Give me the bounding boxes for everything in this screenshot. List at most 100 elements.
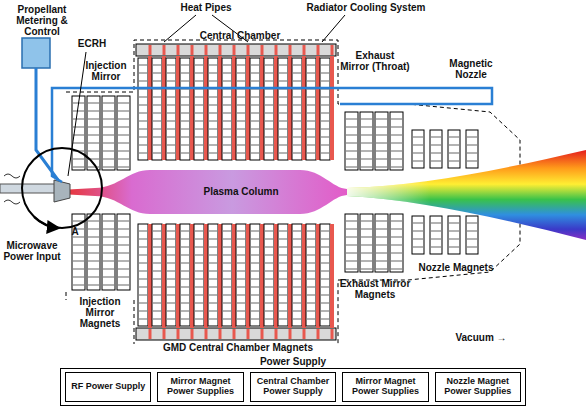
heat-pipe <box>162 56 166 160</box>
coil-winding <box>346 261 357 262</box>
coil-winding <box>265 121 273 122</box>
coil-winding <box>321 279 329 280</box>
heat-pipe-band <box>136 44 336 56</box>
coil-winding <box>103 111 114 112</box>
supply-label: Central Chamber Power Supply <box>254 377 332 397</box>
coil-winding <box>167 239 175 240</box>
coil-winding <box>118 253 129 254</box>
supply-label: Nozzle Magnet Power Supplies <box>439 377 517 397</box>
coil-winding <box>307 295 315 296</box>
coil-winding <box>251 239 259 240</box>
coil-winding <box>153 113 161 114</box>
heat-pipe <box>260 56 264 160</box>
part-label: Vacuum → <box>436 332 526 343</box>
heat-pipe <box>330 224 334 328</box>
coil-winding <box>223 311 231 312</box>
coil-winding <box>346 269 357 270</box>
coil-winding <box>167 81 175 82</box>
heat-pipe <box>148 224 152 328</box>
coil <box>448 216 460 254</box>
heat-pipe <box>148 56 152 160</box>
waveguide <box>0 184 58 193</box>
coil-winding <box>265 153 273 154</box>
coil-winding <box>153 97 161 98</box>
coil-winding <box>391 167 402 168</box>
coil-winding <box>361 127 372 128</box>
coil-winding <box>103 237 114 238</box>
coil-winding <box>181 303 189 304</box>
coil-winding <box>361 261 372 262</box>
coil-winding <box>118 269 129 270</box>
coil-winding <box>279 271 287 272</box>
coil-winding <box>103 277 114 278</box>
coil-winding <box>321 287 329 288</box>
coil-winding <box>265 271 273 272</box>
coil-winding <box>251 121 259 122</box>
coil-winding <box>237 303 245 304</box>
coil-winding <box>307 255 315 256</box>
coil-winding <box>321 263 329 264</box>
coil-winding <box>88 229 99 230</box>
coil-winding <box>153 231 161 232</box>
part-label: Exhaust Mirror Magnets <box>338 278 412 300</box>
coil <box>466 216 478 254</box>
coil-winding <box>376 119 387 120</box>
heat-pipe <box>316 56 320 160</box>
coil-winding <box>251 303 259 304</box>
coil <box>102 96 115 170</box>
coil-winding <box>321 319 329 320</box>
coil-winding <box>265 97 273 98</box>
coil-winding <box>361 151 372 152</box>
coil-winding <box>73 285 84 286</box>
coil-winding <box>376 221 387 222</box>
supply-box: Mirror Magnet Power Supplies <box>157 372 243 402</box>
coil-winding <box>223 129 231 130</box>
coil-winding <box>153 121 161 122</box>
part-label: Heat Pipes <box>166 2 246 13</box>
coil-winding <box>279 121 287 122</box>
coil-winding <box>167 311 175 312</box>
coil-winding <box>139 81 147 82</box>
coil-winding <box>265 73 273 74</box>
coil-winding <box>181 279 189 280</box>
coil-winding <box>195 113 203 114</box>
heat-pipe <box>191 45 194 55</box>
coil-winding <box>209 255 217 256</box>
coil-winding <box>449 145 459 146</box>
coil-winding <box>181 65 189 66</box>
coil-winding <box>307 319 315 320</box>
coil-winding <box>153 73 161 74</box>
coil-winding <box>209 153 217 154</box>
coil-winding <box>181 121 189 122</box>
coil <box>264 58 274 160</box>
coil-winding <box>103 143 114 144</box>
coil <box>345 214 358 272</box>
exhaust-plume-fade <box>347 150 586 240</box>
coil-winding <box>153 319 161 320</box>
coil-winding <box>431 145 441 146</box>
heat-pipe <box>260 224 264 328</box>
coil-winding <box>307 121 315 122</box>
coil-winding <box>251 255 259 256</box>
coil <box>138 224 148 326</box>
coil-winding <box>321 121 329 122</box>
coil <box>117 96 130 170</box>
coil-winding <box>293 319 301 320</box>
heat-pipe <box>219 45 222 55</box>
heat-pipe <box>232 56 236 160</box>
heat-pipe <box>275 45 278 55</box>
coil <box>166 58 176 160</box>
coil-winding <box>139 137 147 138</box>
coil-winding <box>223 97 231 98</box>
coil-winding <box>376 261 387 262</box>
coil-winding <box>139 255 147 256</box>
part-label: Propellant Metering & Control <box>0 4 84 37</box>
coil-winding <box>279 145 287 146</box>
coil-winding <box>103 119 114 120</box>
coil-winding <box>153 81 161 82</box>
coil <box>264 224 274 326</box>
coil-winding <box>346 119 357 120</box>
heat-pipe <box>246 56 250 160</box>
coil-winding <box>391 229 402 230</box>
coil-winding <box>223 263 231 264</box>
